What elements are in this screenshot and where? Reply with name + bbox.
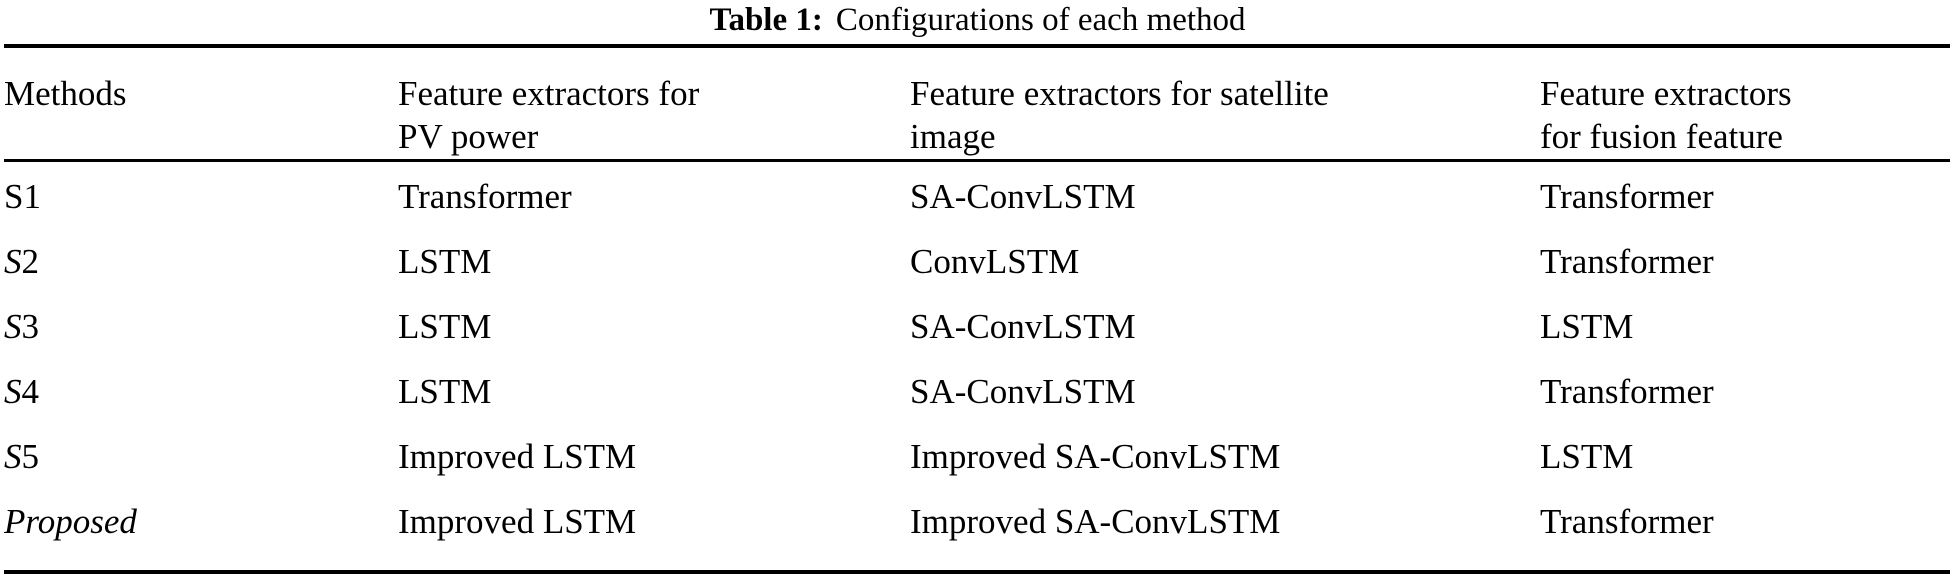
cell-fusion-feature: Transformer: [1540, 502, 1714, 541]
column-header-methods: Methods: [4, 74, 127, 113]
cell-pv-power: LSTM: [398, 242, 492, 281]
table-bottom-rule: [4, 570, 1950, 574]
cell-fusion-feature: LSTM: [1540, 437, 1634, 476]
cell-pv-power: Transformer: [398, 177, 572, 216]
cell-satellite-image: SA-ConvLSTM: [910, 177, 1136, 216]
cell-pv-power: LSTM: [398, 307, 492, 346]
table-top-rule: [4, 44, 1950, 48]
cell-fusion-feature: LSTM: [1540, 307, 1634, 346]
cell-pv-power: LSTM: [398, 372, 492, 411]
cell-satellite-image: SA-ConvLSTM: [910, 372, 1136, 411]
cell-satellite-image: Improved SA-ConvLSTM: [910, 437, 1281, 476]
cell-pv-power: Improved LSTM: [398, 437, 637, 476]
cell-pv-power: Improved LSTM: [398, 502, 637, 541]
cell-fusion-feature: Transformer: [1540, 177, 1714, 216]
cell-method: S3: [4, 307, 39, 346]
cell-method: Proposed: [4, 502, 137, 541]
column-header-pv-power: Feature extractors for PV power: [398, 74, 700, 156]
caption-label: Table 1:: [709, 2, 823, 38]
table-header-rule: [4, 159, 1950, 162]
cell-method: S4: [4, 372, 39, 411]
caption-text: Configurations of each method: [835, 2, 1246, 38]
column-header-fusion-feature: Feature extractors for fusion feature: [1540, 74, 1792, 156]
cell-satellite-image: Improved SA-ConvLSTM: [910, 502, 1281, 541]
cell-method: S2: [4, 242, 39, 281]
cell-method: S5: [4, 437, 39, 476]
table-caption: Table 1: Configurations of each method: [0, 0, 1955, 40]
cell-satellite-image: ConvLSTM: [910, 242, 1080, 281]
cell-method: S1: [4, 177, 41, 216]
column-header-satellite-image: Feature extractors for satellite image: [910, 74, 1329, 156]
cell-fusion-feature: Transformer: [1540, 372, 1714, 411]
cell-fusion-feature: Transformer: [1540, 242, 1714, 281]
cell-satellite-image: SA-ConvLSTM: [910, 307, 1136, 346]
